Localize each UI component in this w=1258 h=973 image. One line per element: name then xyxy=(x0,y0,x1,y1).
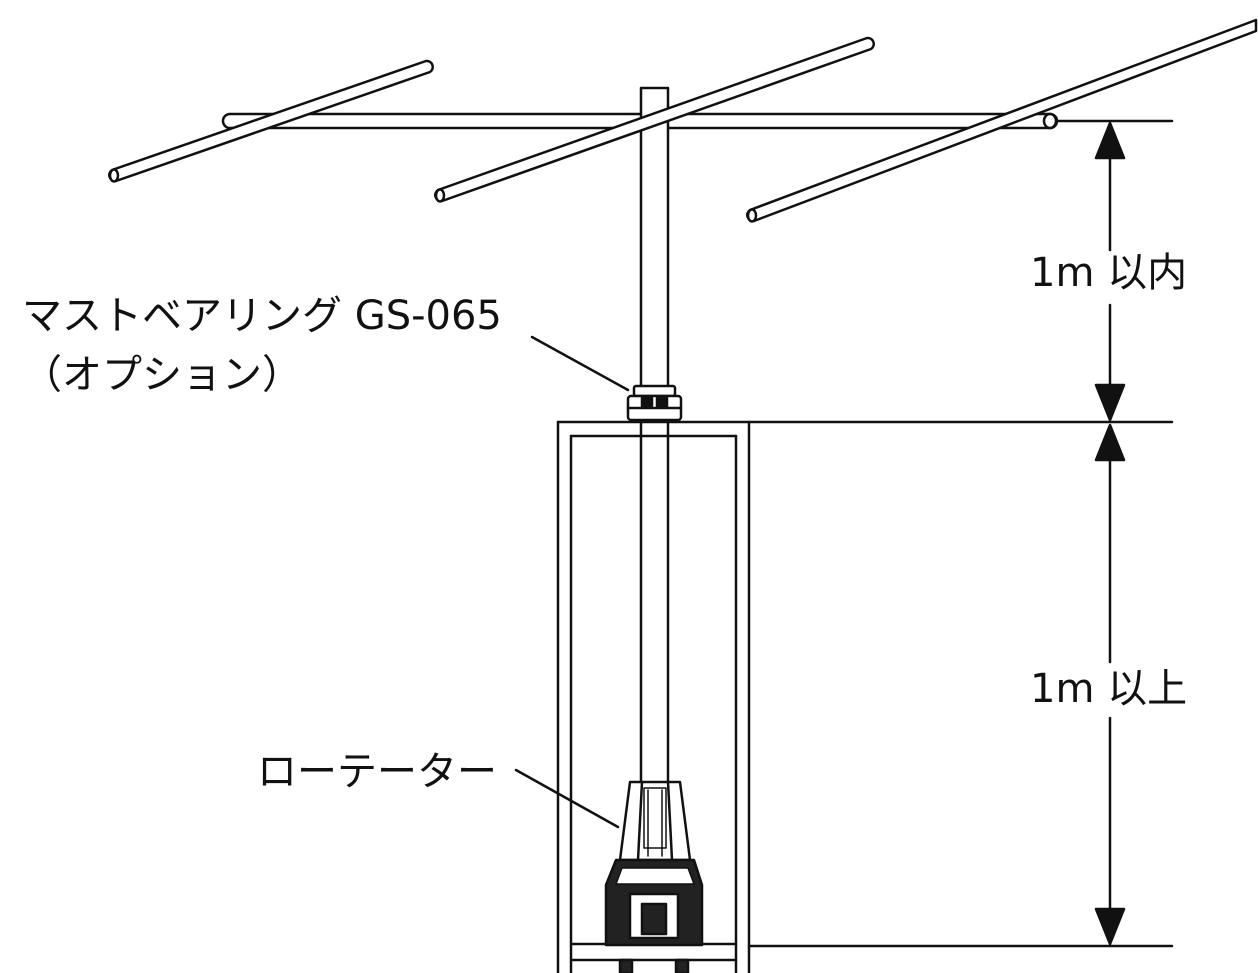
dimension-bottom-label: 1m 以上 xyxy=(1030,666,1188,712)
antenna-element-1 xyxy=(108,59,434,183)
dimension-top-label: 1m 以内 xyxy=(1030,250,1188,296)
mast-bearing xyxy=(626,384,683,422)
mast-bearing-option-label: （オプション） xyxy=(22,352,302,398)
tower-frame xyxy=(556,420,751,973)
mast-pipe xyxy=(635,86,674,850)
dimension-arrow-top xyxy=(1094,121,1126,422)
rotator-unit xyxy=(604,780,704,973)
antenna-element-2 xyxy=(434,36,875,203)
bearing-leader-line xyxy=(530,335,630,392)
rotator-leader-line xyxy=(514,768,620,829)
dimension-arrow-bottom xyxy=(1094,423,1126,946)
mast-bearing-label: マストベアリング GS-065 xyxy=(22,293,502,339)
reference-lines xyxy=(747,119,1174,948)
rotator-label: ローテーター xyxy=(257,749,497,795)
antenna-element-3 xyxy=(746,18,1258,223)
